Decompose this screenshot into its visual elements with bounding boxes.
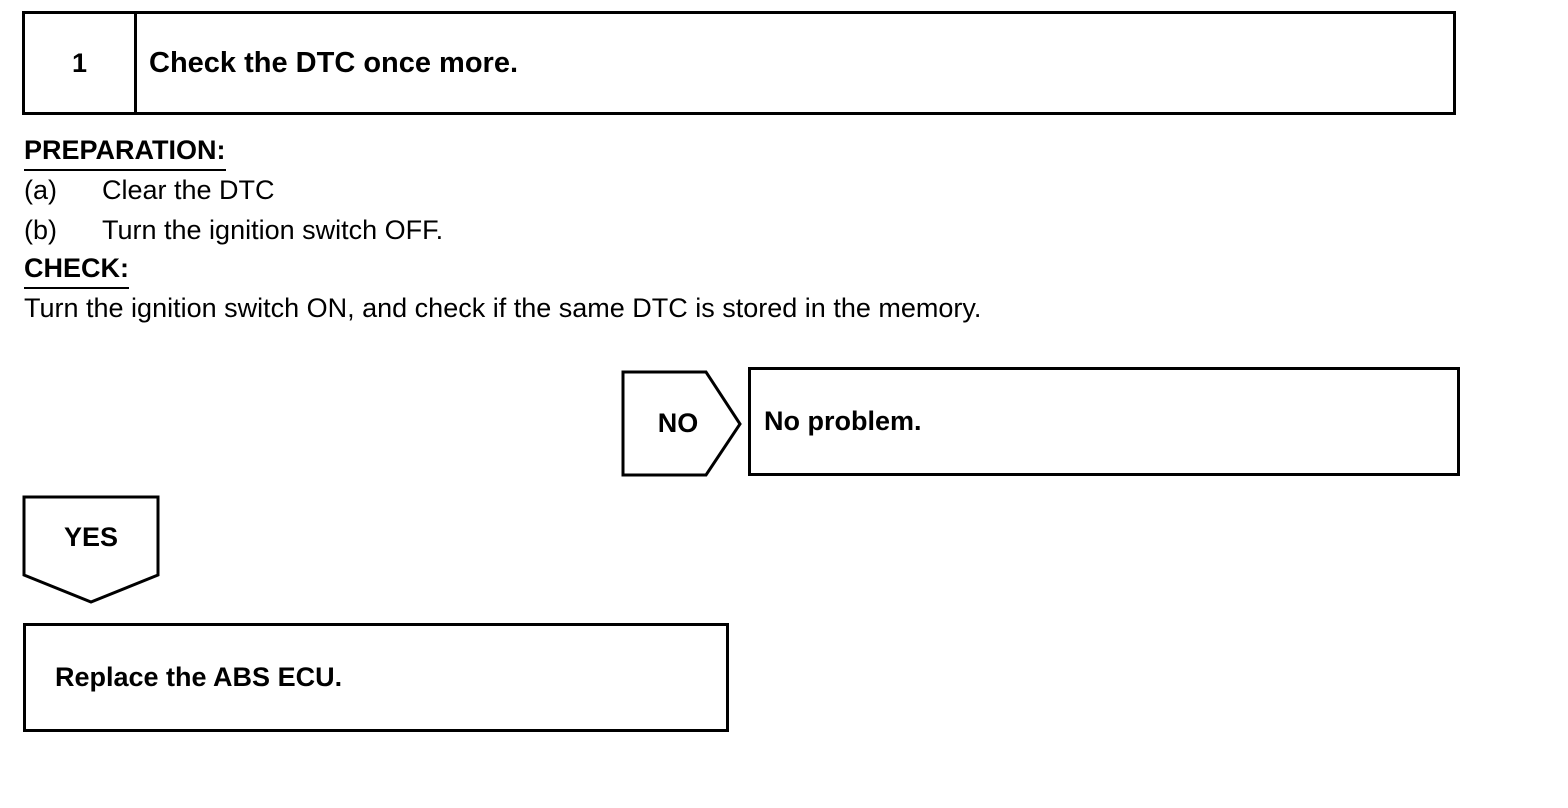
no-result-text: No problem. [764,406,922,436]
no-branch-label: NO [657,407,699,438]
step-header-box [22,11,1456,115]
preparation-item-text: Turn the ignition switch OFF. [102,215,444,245]
preparation-item-key: (b) [24,215,57,245]
preparation-item-a: (a) Clear the DTC [24,174,275,206]
preparation-item-b: (b) Turn the ignition switch OFF. [24,214,443,246]
check-instruction: Turn the ignition switch ON, and check i… [24,293,982,323]
preparation-item-key: (a) [24,175,57,205]
preparation-item-text: Clear the DTC [102,175,275,205]
step-title: Check the DTC once more. [149,46,519,79]
step-number: 1 [71,47,88,78]
preparation-heading: PREPARATION: [24,134,226,171]
yes-result-text: Replace the ABS ECU. [55,662,343,692]
check-heading: CHECK: [24,252,129,289]
yes-arrow-shape [22,495,160,604]
yes-result-box [23,623,729,732]
yes-branch-label: YES [63,521,119,552]
no-arrow-shape [621,370,742,477]
step-header-divider [134,11,137,115]
no-result-box [748,367,1460,476]
